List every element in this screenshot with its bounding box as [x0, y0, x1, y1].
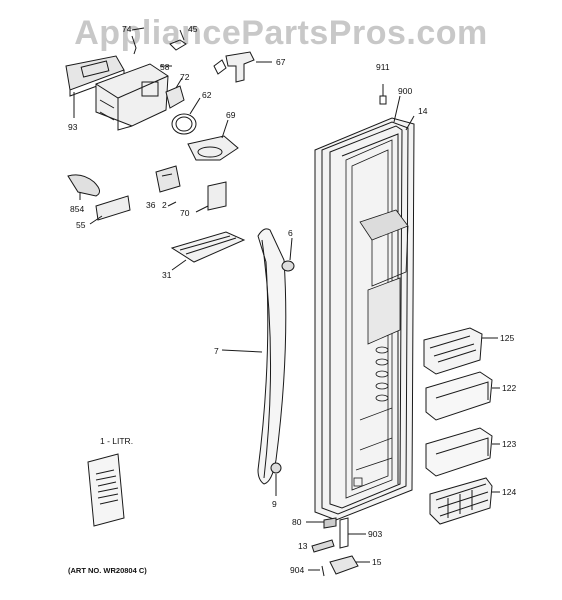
part-854-harness	[67, 174, 100, 200]
callout-125: 125	[500, 333, 515, 343]
callout-2: 2	[162, 200, 167, 210]
callout-124: 124	[502, 487, 517, 497]
callout-58: 58	[160, 62, 170, 72]
part-31-shelf	[170, 231, 246, 271]
callout-93: 93	[68, 122, 78, 132]
art-number: (ART NO. WR20804 C)	[68, 566, 147, 575]
part-62-ring	[171, 97, 201, 135]
callout-70: 70	[180, 208, 190, 218]
callout-13: 13	[298, 541, 308, 551]
part-2-screw	[167, 201, 177, 207]
callout-72: 72	[180, 72, 190, 82]
part-36-switch	[155, 165, 181, 193]
part-15-guide	[329, 555, 370, 575]
callout-122: 122	[502, 383, 517, 393]
callout-45: 45	[188, 24, 198, 34]
callout-55: 55	[76, 220, 86, 230]
callout-900: 900	[398, 86, 413, 96]
part-45-clip	[169, 29, 187, 51]
part-6-fastener	[281, 237, 295, 272]
part-7-handle	[221, 228, 287, 485]
watermark-logo: AppliancePartsPros.com	[74, 14, 488, 52]
callout-9: 9	[272, 499, 277, 509]
part-72-motor	[165, 77, 185, 109]
door-liner	[345, 139, 409, 499]
part-13-pin	[311, 539, 335, 553]
callout-854: 854	[70, 204, 85, 214]
part-55-board	[89, 195, 131, 225]
part-69-flapper	[187, 119, 239, 161]
callout-69: 69	[226, 110, 236, 120]
callout-80: 80	[292, 517, 302, 527]
callout-67: 67	[276, 57, 286, 67]
callout-903: 903	[368, 529, 383, 539]
part-122-bin	[425, 371, 500, 421]
part-124-basket	[429, 477, 500, 525]
part-903-spring	[339, 517, 366, 549]
literature-label: 1 - LITR.	[100, 436, 134, 446]
part-123-bin	[425, 427, 500, 477]
callout-14: 14	[418, 106, 428, 116]
part-58-housing	[95, 63, 172, 131]
callout-62: 62	[202, 90, 212, 100]
part-70-heater	[195, 181, 227, 213]
callout-123: 123	[502, 439, 517, 449]
callout-36: 36	[146, 200, 156, 210]
part-80-cap	[306, 517, 337, 529]
part-904-screw	[308, 565, 325, 577]
literature-book	[87, 453, 125, 527]
callout-6: 6	[288, 228, 293, 238]
part-911-screw	[379, 84, 387, 105]
part-9-fastener	[270, 462, 282, 496]
part-125-bin	[423, 327, 498, 375]
callout-904: 904	[290, 565, 305, 575]
callout-15: 15	[372, 557, 382, 567]
callout-7: 7	[214, 346, 219, 356]
callout-31: 31	[162, 270, 172, 280]
part-67-bracket	[213, 51, 272, 83]
part-74-wire	[131, 27, 145, 55]
callout-911: 911	[376, 62, 390, 72]
callout-74: 74	[122, 24, 132, 34]
